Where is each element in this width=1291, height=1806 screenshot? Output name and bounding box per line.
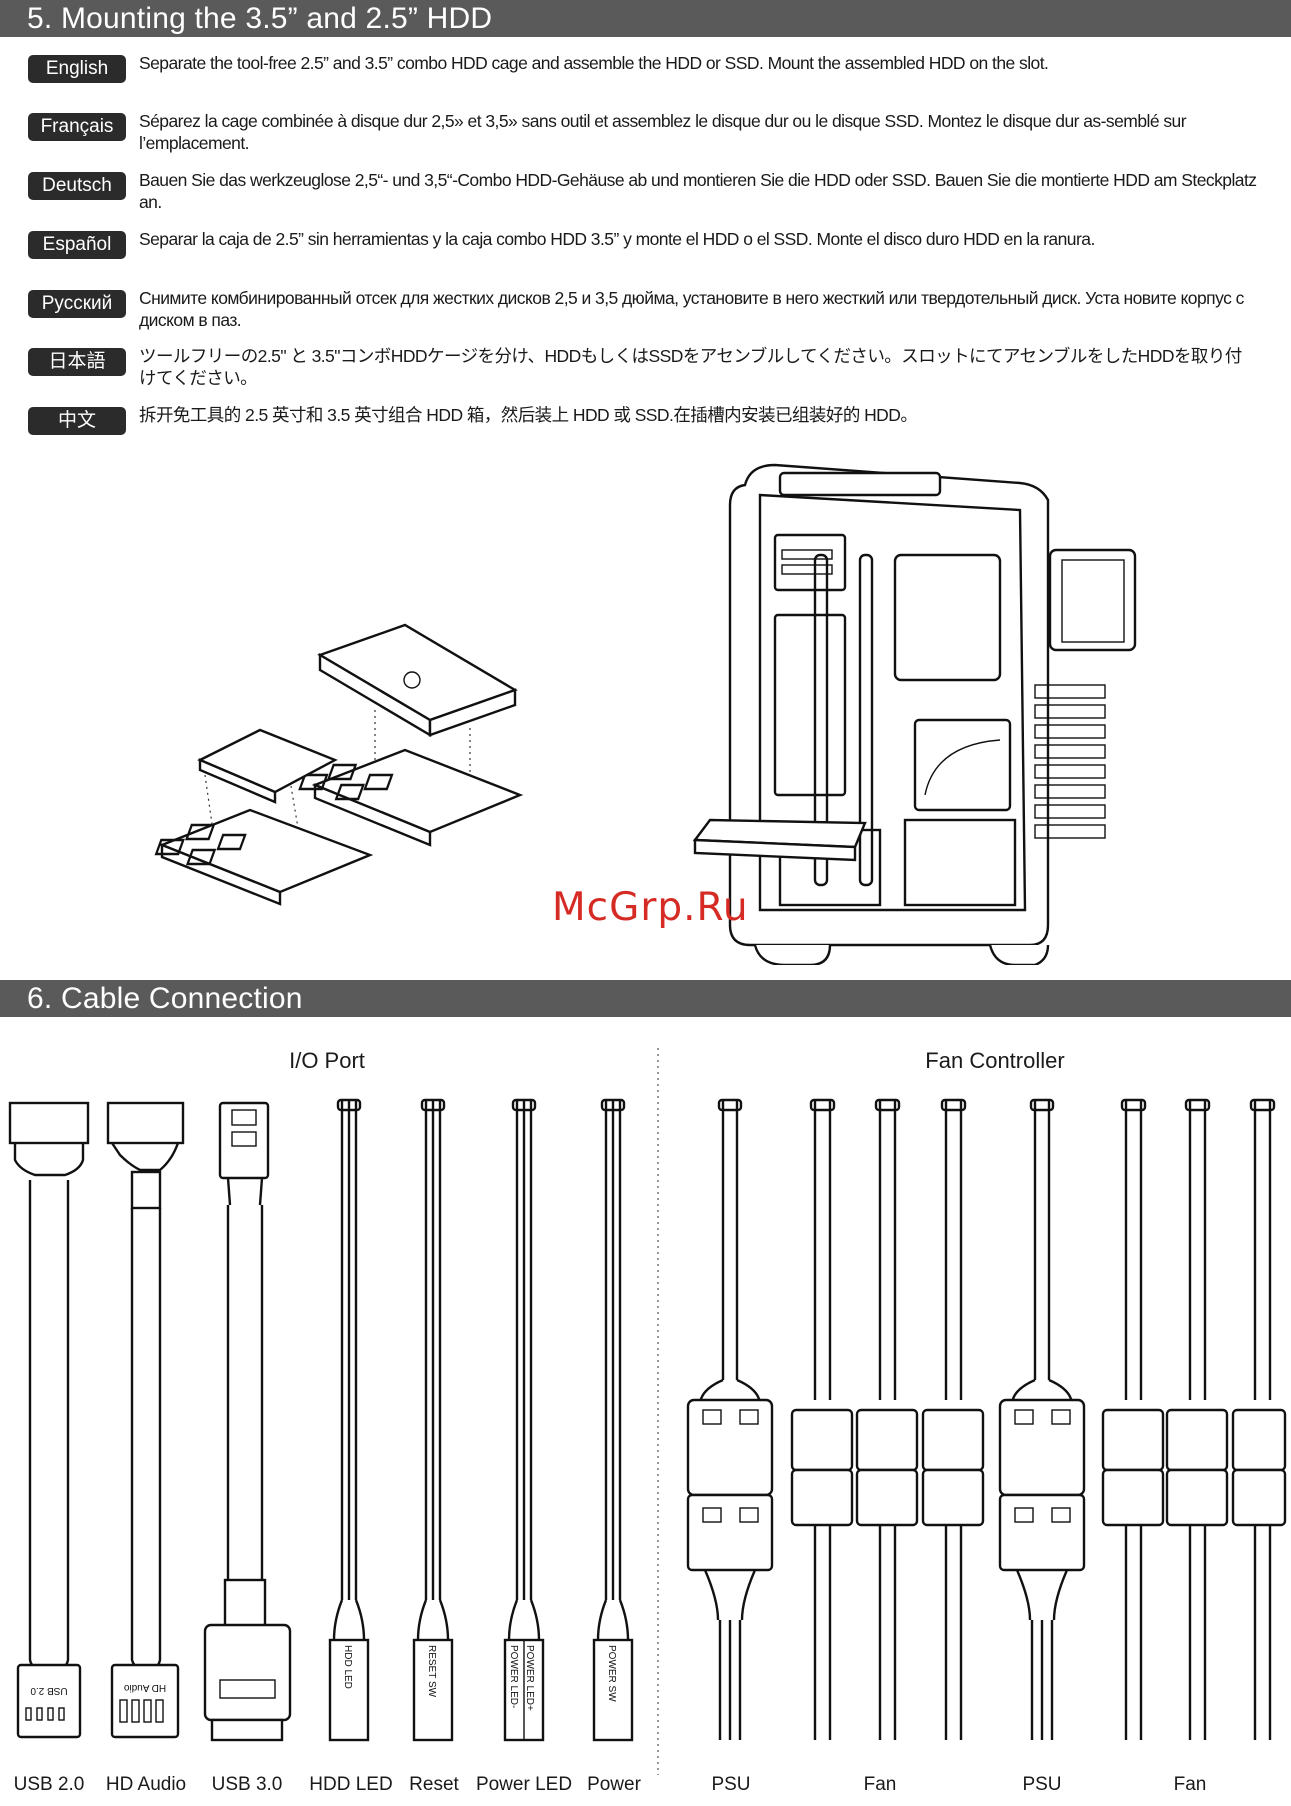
hdd-cage-illustration: [154, 623, 524, 906]
cable-label-hdd-led: HDD LED: [309, 1774, 393, 1795]
lang-badge-german: Deutsch: [28, 172, 126, 200]
power-led-cable: POWER LED- POWER LED+: [503, 1098, 545, 1742]
cable-label-usb2: USB 2.0: [13, 1774, 85, 1795]
cable-label-fan-2: Fan: [1173, 1774, 1207, 1795]
reset-cable: RESET SW: [412, 1098, 454, 1742]
power-sw-cable: POWER SW: [592, 1098, 634, 1742]
ssd-2-5: [197, 728, 338, 794]
hdd-led-cable: HDD LED: [328, 1098, 370, 1742]
reset-connector-label: RESET SW: [426, 1645, 437, 1698]
cable-label-power: Power: [587, 1774, 641, 1795]
cables-illustration: USB 2.0 HD Audio HDD LED RE: [8, 1048, 1287, 1775]
cable-label-power-led: Power LED: [475, 1774, 573, 1795]
power-sw-connector-label: POWER SW: [606, 1645, 617, 1702]
fan-cables-small: [790, 1098, 1287, 1740]
usb2-connector-label: USB 2.0: [30, 1685, 68, 1696]
pc-case-illustration: [692, 463, 1137, 965]
hd-audio-cable: HD Audio: [106, 1101, 185, 1739]
fan-psu-cable-2: [998, 1098, 1086, 1740]
lang-badge-japanese: 日本語: [28, 348, 126, 376]
section-title-cable-connection: 6. Cable Connection: [0, 980, 1291, 1017]
lang-text-french: Séparez la cage combinée à disque dur 2,…: [139, 111, 1187, 153]
lang-badge-russian: Русский: [28, 290, 126, 318]
lang-text-spanish: Separar la caja de 2.5” sin herramientas…: [139, 229, 1095, 249]
cable-label-usb3: USB 3.0: [211, 1774, 283, 1795]
fan-psu-cable-1: [686, 1098, 774, 1740]
hd-audio-connector-label: HD Audio: [123, 1682, 166, 1693]
hdd-led-connector-label: HDD LED: [342, 1645, 353, 1689]
cable-label-psu-1: PSU: [711, 1774, 751, 1795]
cable-label-reset: Reset: [409, 1774, 459, 1795]
usb3-cable: [203, 1101, 292, 1742]
lang-text-english: Separate the tool-free 2.5” and 3.5” com…: [139, 53, 1049, 73]
lang-badge-french: Français: [28, 113, 126, 141]
cable-label-psu-2: PSU: [1022, 1774, 1062, 1795]
power-led-pos-label: POWER LED+: [524, 1645, 535, 1711]
lang-badge-english: English: [28, 55, 126, 83]
hdd-3-5-tray: [311, 748, 524, 834]
expansion-slots: [1034, 684, 1106, 839]
lang-text-japanese: ツールフリーの2.5" と 3.5"コンボHDDケージを分け、HDDもしくはSS…: [139, 346, 1242, 388]
io-port-title: I/O Port: [289, 1048, 365, 1073]
cable-label-hd-audio: HD Audio: [105, 1774, 187, 1795]
section-title-mounting-hdd: 5. Mounting the 3.5” and 2.5” HDD: [0, 0, 1291, 37]
watermark: McGrp.Ru: [552, 885, 749, 930]
lang-text-chinese: 拆开免工具的 2.5 英寸和 3.5 英寸组合 HDD 箱，然后装上 HDD 或…: [139, 405, 918, 425]
cable-label-fan-1: Fan: [863, 1774, 897, 1795]
lang-text-russian: Снимите комбинированный отсек для жестки…: [139, 288, 1244, 330]
power-led-neg-label: POWER LED-: [508, 1645, 519, 1708]
fan-controller-title: Fan Controller: [925, 1048, 1065, 1073]
lang-text-german: Bauen Sie das werkzeuglose 2,5“- und 3,5…: [139, 170, 1257, 212]
lang-badge-chinese: 中文: [28, 407, 126, 435]
usb2-cable: USB 2.0: [8, 1101, 90, 1739]
lang-badge-spanish: Español: [28, 231, 126, 259]
